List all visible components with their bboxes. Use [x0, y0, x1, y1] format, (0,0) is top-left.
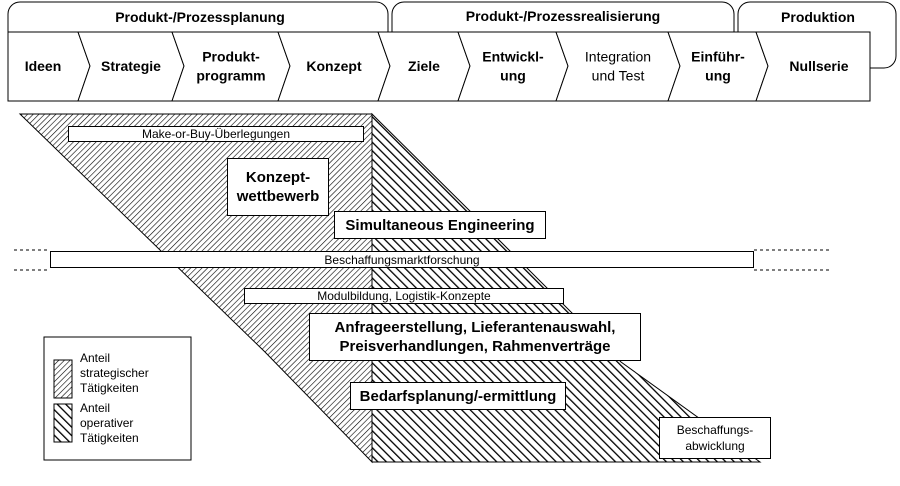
anfrage-box: Anfrageerstellung, Lieferantenauswahl, P… — [309, 313, 641, 361]
beschaffungsabwicklung-box: Beschaffungs- abwicklung — [659, 417, 771, 459]
step-label-6-line1: Integration — [585, 49, 651, 65]
step-chevron-7 — [667, 31, 769, 102]
legend-strategic-line3: Tätigkeiten — [80, 381, 139, 395]
step-label-8-line1: Nullserie — [789, 58, 848, 74]
step-label-5-line1: Entwickl- — [482, 49, 544, 65]
legend-operative-line3: Tätigkeiten — [80, 431, 139, 445]
legend-operative-line2: operativer — [80, 416, 134, 430]
konzeptwettbewerb-line2: wettbewerb — [236, 188, 320, 205]
step-label-2-line2: programm — [196, 68, 265, 84]
legend-strategic-line1: Anteil — [80, 351, 111, 365]
phase-title-produktion: Produktion — [781, 9, 855, 25]
phase-title-realisierung: Produkt-/Prozessrealisierung — [466, 8, 661, 24]
step-label-5-line2: ung — [500, 68, 526, 84]
process-steps: Ideen Strategie Produkt-programm Konzept Zie… — [7, 31, 871, 102]
step-label-1-line1: Strategie — [101, 58, 161, 74]
beschaffungsabwicklung-line1: Beschaffungs- — [676, 423, 754, 437]
make-or-buy-label: Make-or-Buy-Überlegungen — [141, 127, 291, 141]
step-label-7-line2: ung — [705, 68, 731, 84]
konzeptwettbewerb-box: Konzept- wettbewerb — [227, 158, 329, 216]
step-label-0-line1: Ideen — [25, 58, 62, 74]
bedarfsplanung-label: Bedarfsplanung/-ermittlung — [359, 387, 557, 405]
beschaffungsabwicklung-line2: abwicklung — [685, 439, 745, 453]
step-chevron-6 — [555, 31, 681, 102]
marktforschung-label: Beschaffungsmarktforschung — [324, 252, 480, 267]
phase-title-planung: Produkt-/Prozessplanung — [115, 9, 285, 25]
legend-operative-line1: Anteil — [80, 401, 111, 415]
make-or-buy-box: Make-or-Buy-Überlegungen — [68, 126, 364, 142]
marktforschung-box: Beschaffungsmarktforschung — [50, 251, 754, 268]
legend-strategic-line2: strategischer — [80, 366, 149, 380]
simultaneous-engineering-box: Simultaneous Engineering — [334, 211, 546, 239]
modulbildung-label: Modulbildung, Logistik-Konzepte — [317, 289, 491, 303]
legend-swatch-strategic — [53, 359, 73, 399]
bedarfsplanung-box: Bedarfsplanung/-ermittlung — [350, 382, 566, 410]
step-chevron-8 — [755, 31, 871, 102]
konzeptwettbewerb-line1: Konzept- — [245, 169, 311, 186]
legend-swatch-operative — [53, 403, 73, 443]
step-label-3-line1: Konzept — [306, 58, 362, 74]
step-label-6-line2: und Test — [592, 68, 645, 84]
simultaneous-engineering-label: Simultaneous Engineering — [345, 216, 535, 234]
step-chevron-2 — [171, 31, 291, 102]
anfrage-line1: Anfrageerstellung, Lieferantenauswahl, — [334, 319, 616, 336]
step-label-7-line1: Einführ- — [691, 49, 745, 65]
step-label-2-line1: Produkt- — [202, 49, 260, 65]
step-chevron-5 — [457, 31, 569, 102]
modulbildung-box: Modulbildung, Logistik-Konzepte — [244, 288, 564, 304]
step-label-4-line1: Ziele — [408, 58, 440, 74]
legend-strategic-text: Anteil strategischer Tätigkeiten — [80, 351, 149, 396]
anfrage-line2: Preisverhandlungen, Rahmenverträge — [339, 338, 611, 355]
legend-operative-text: Anteil operativer Tätigkeiten — [80, 401, 139, 446]
